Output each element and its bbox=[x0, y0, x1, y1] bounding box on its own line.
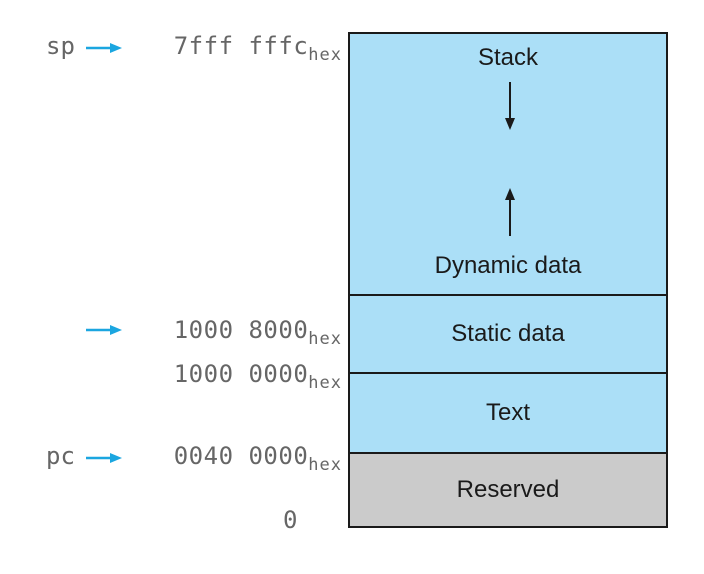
stack-dynamic-region: Stack Dynamic data bbox=[350, 34, 666, 296]
hex-suffix: hex bbox=[308, 373, 342, 393]
static-data-segment: Static data bbox=[350, 296, 666, 374]
memory-map: Stack Dynamic data Static data Text Rese… bbox=[348, 32, 668, 528]
hex-suffix: hex bbox=[308, 455, 342, 475]
arrow-up-icon bbox=[505, 188, 515, 236]
pc-pointer-arrow-icon bbox=[86, 453, 122, 463]
address-text-start: 0040 0000hex bbox=[174, 442, 342, 475]
static-data-label: Static data bbox=[451, 320, 565, 347]
hex-suffix: hex bbox=[308, 45, 342, 65]
address-static-start-value: 1000 8000 bbox=[173, 316, 309, 344]
stack-label: Stack bbox=[477, 44, 539, 71]
static-pointer-arrow-icon bbox=[86, 325, 122, 335]
dynamic-data-label: Dynamic data bbox=[434, 252, 582, 279]
address-stack-top: 7fff fffchex bbox=[174, 32, 342, 65]
address-stack-top-value: 7fff fffc bbox=[173, 32, 309, 60]
arrow-down-icon bbox=[505, 82, 515, 130]
sp-register-label: sp bbox=[46, 32, 75, 60]
address-zero: 0 bbox=[283, 506, 298, 534]
hex-suffix: hex bbox=[308, 329, 342, 349]
address-static-start: 1000 8000hex bbox=[174, 316, 342, 349]
pc-register-label: pc bbox=[46, 442, 75, 470]
sp-pointer-arrow-icon bbox=[86, 43, 122, 53]
address-data-start-value: 1000 0000 bbox=[173, 360, 309, 388]
reserved-segment: Reserved bbox=[350, 454, 666, 526]
address-text-start-value: 0040 0000 bbox=[173, 442, 309, 470]
reserved-label: Reserved bbox=[456, 476, 560, 503]
text-segment: Text bbox=[350, 374, 666, 454]
text-label: Text bbox=[485, 399, 530, 426]
address-data-start: 1000 0000hex bbox=[174, 360, 342, 393]
